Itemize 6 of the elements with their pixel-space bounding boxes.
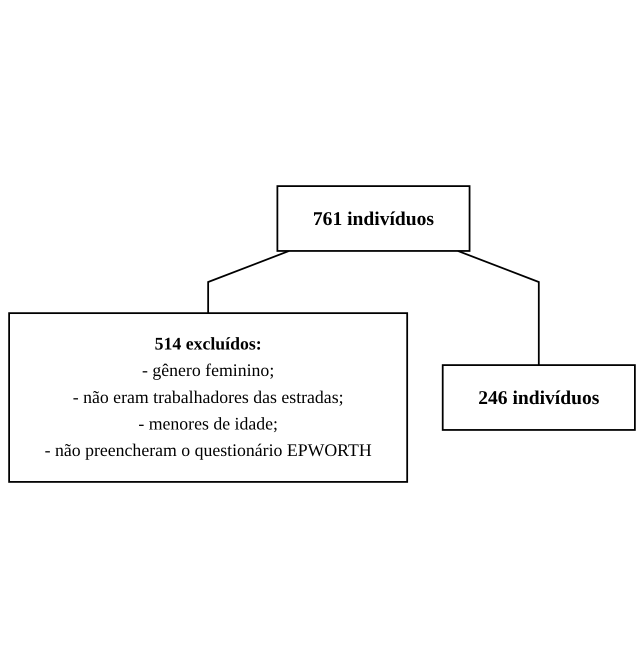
node-box (8, 312, 408, 483)
connector (207, 250, 290, 314)
flowchart: 761 indivíduos 514 excluídos: - gênero feminino; - não eram trabalhadores das estradas; - menores de idade; - não preencheram o questionário EPWORTH 246 indivíduos (2, 178, 642, 489)
connector (458, 250, 540, 366)
node-box (276, 185, 470, 252)
node-box (442, 364, 636, 431)
